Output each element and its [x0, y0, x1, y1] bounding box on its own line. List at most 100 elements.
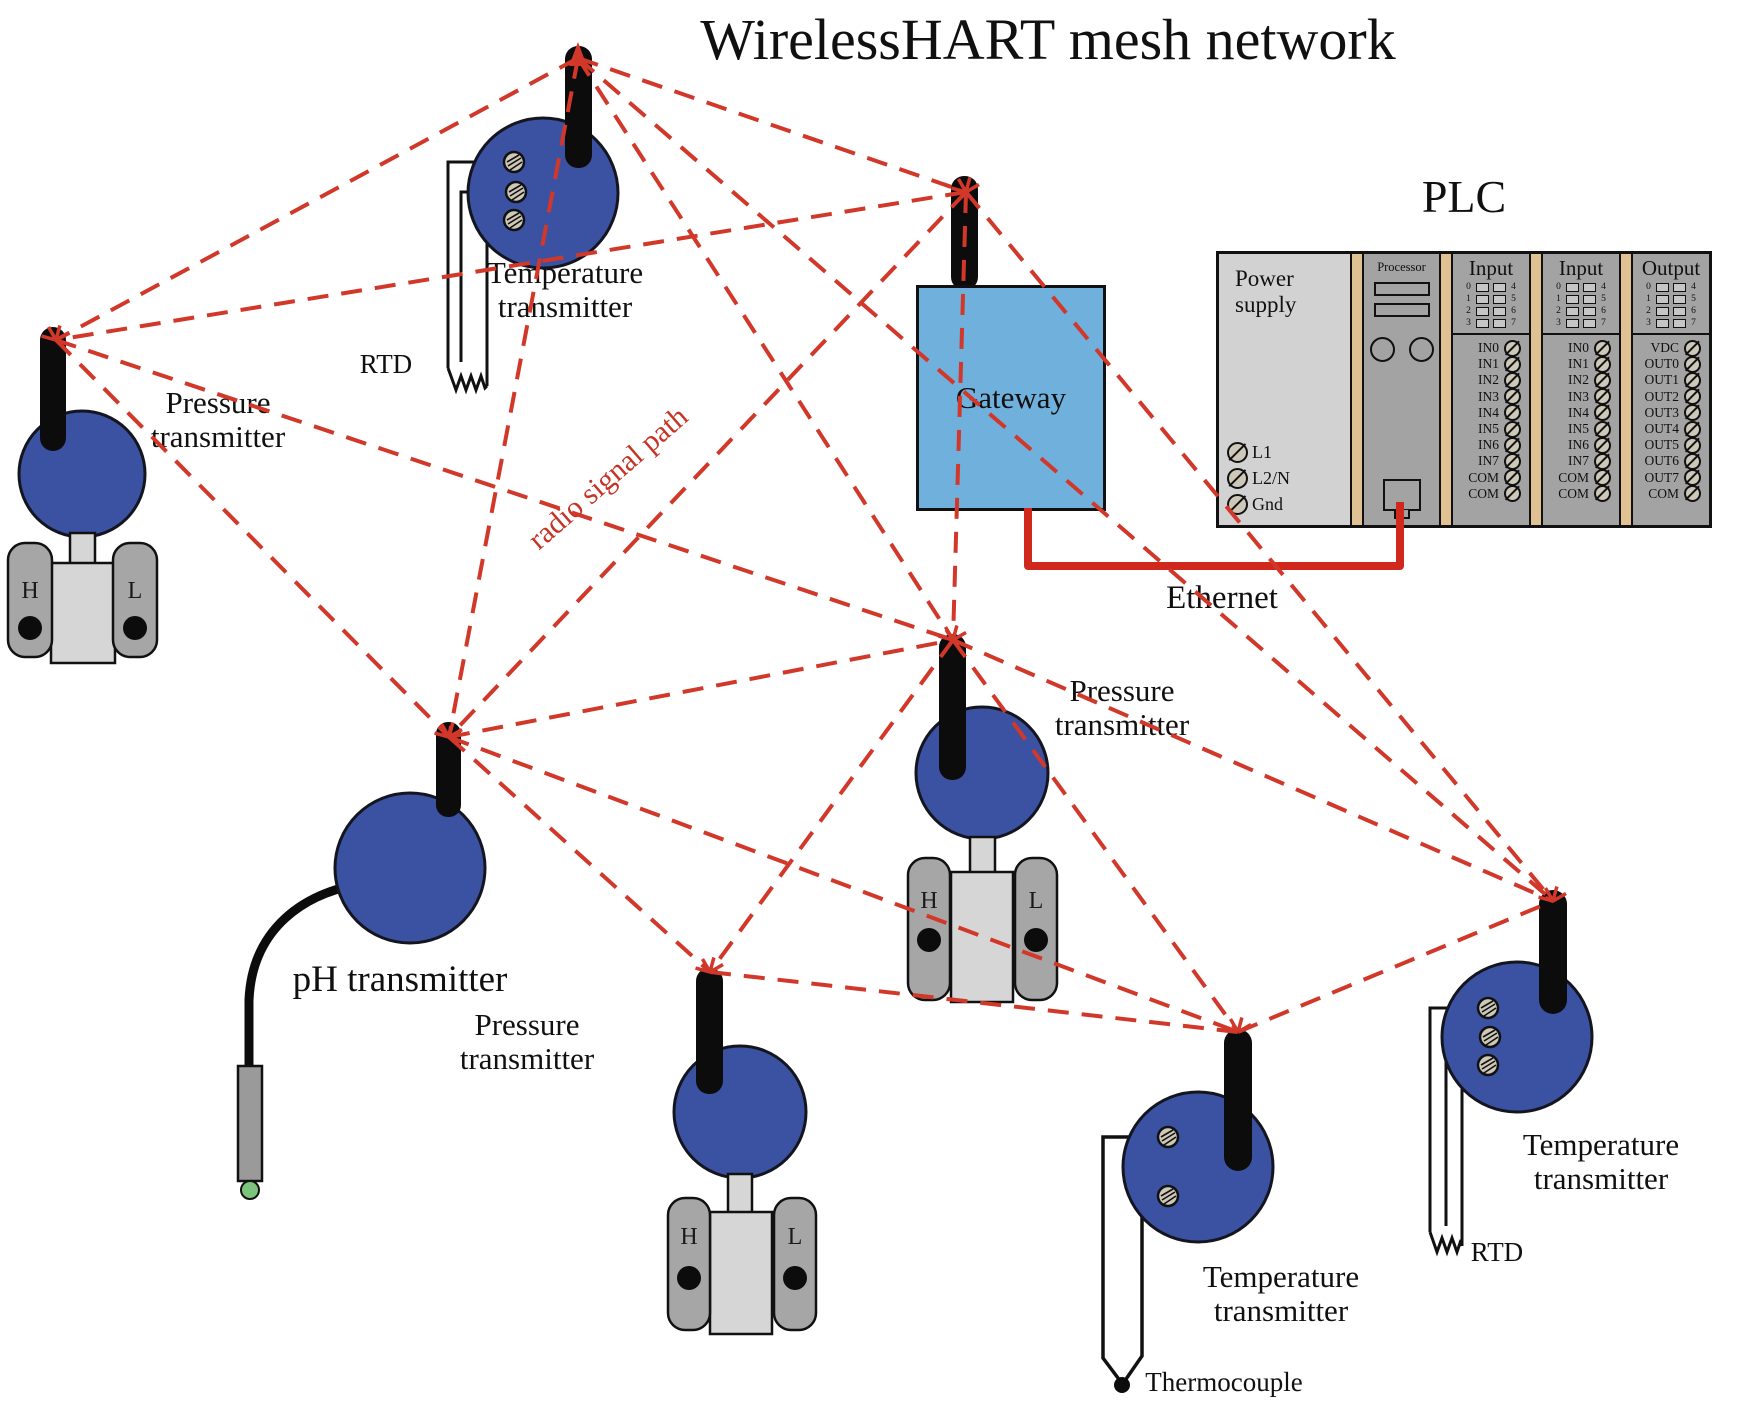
led-square — [1476, 294, 1489, 304]
io-terminal-label: IN4 — [1568, 404, 1589, 420]
gateway-label: Gateway — [955, 380, 1067, 415]
io-terminal-row: IN1 — [1453, 355, 1521, 373]
terminal-screw-icon — [1684, 420, 1701, 438]
led-square — [1673, 318, 1686, 328]
ph-transmitter-label: pH transmitter — [292, 959, 508, 1000]
terminal-screw-icon — [1594, 420, 1611, 438]
terminal-screw-icon — [1594, 404, 1611, 422]
terminal-screw-icon — [1594, 436, 1611, 454]
led-square — [1493, 306, 1506, 316]
led-square — [1493, 282, 1506, 292]
terminal-screw-icon — [1684, 388, 1701, 406]
terminal-screw-icon — [1594, 371, 1611, 389]
io-terminal-row: COM — [1543, 485, 1611, 503]
terminal-screw-icon — [1504, 404, 1521, 422]
terminal-screw-icon — [1504, 339, 1521, 357]
led-square — [1673, 306, 1686, 316]
io-terminal-row: COM — [1453, 469, 1521, 487]
power-supply-label: Power supply — [1235, 266, 1297, 318]
port-label-h: H — [680, 1224, 697, 1250]
io-terminal-row: IN1 — [1543, 355, 1611, 373]
io-terminal-row: IN5 — [1453, 420, 1521, 438]
terminal-screw-icon — [1684, 339, 1701, 357]
io-terminal-row: IN0 — [1453, 339, 1521, 357]
io-terminal-label: IN3 — [1568, 388, 1589, 404]
io-terminal-row: OUT3 — [1633, 404, 1701, 422]
processor-slot — [1373, 303, 1430, 317]
led-square — [1583, 294, 1596, 304]
io-terminal-label: IN1 — [1478, 356, 1499, 372]
io-terminal-label: OUT4 — [1644, 421, 1680, 437]
plc-separator — [1439, 254, 1453, 525]
diagram-title: WirelessHART mesh network — [700, 7, 1396, 72]
led-square — [1493, 294, 1506, 304]
processor-label: Processor — [1377, 260, 1426, 274]
io-terminal-label: VDC — [1650, 340, 1679, 356]
terminal-screw-icon — [1504, 469, 1521, 487]
rtd-probe-tip — [1428, 1231, 1464, 1257]
terminal-screw-icon — [1594, 452, 1611, 470]
terminal-screw-icon — [1594, 469, 1611, 487]
io-terminal-label: COM — [1468, 485, 1499, 501]
io-terminal-row: IN3 — [1543, 388, 1611, 406]
power-terminal-row: Gnd — [1227, 494, 1290, 515]
antenna — [1224, 1029, 1252, 1171]
io-terminal-label: IN6 — [1568, 437, 1589, 453]
io-terminal-label: IN3 — [1478, 388, 1499, 404]
io-terminal-row: OUT0 — [1633, 355, 1701, 373]
io-module-label: Output — [1641, 256, 1701, 280]
io-terminal-row: IN0 — [1543, 339, 1611, 357]
rtd-label-top: RTD — [359, 349, 413, 379]
io-terminal-label: OUT2 — [1644, 388, 1680, 404]
io-terminal-row: IN4 — [1543, 404, 1611, 422]
terminal-screw-icon — [1684, 355, 1701, 373]
io-terminal-label: IN2 — [1478, 372, 1499, 388]
io-terminal-row: OUT6 — [1633, 452, 1701, 470]
led-square — [1656, 318, 1669, 328]
terminal-screw-icon — [1227, 494, 1248, 515]
io-terminal-row: IN6 — [1453, 436, 1521, 454]
gateway-box: Gateway — [916, 285, 1106, 511]
io-terminal-row: COM — [1453, 485, 1521, 503]
terminal-screw-icon — [1594, 339, 1611, 357]
io-terminal-label: OUT5 — [1644, 437, 1680, 453]
io-terminal-row: COM — [1633, 485, 1701, 503]
terminal-screw-icon — [1504, 420, 1521, 438]
io-terminal-label: COM — [1648, 485, 1679, 501]
ethernet-jack — [1382, 479, 1421, 511]
power-terminal-row: L2/N — [1227, 468, 1290, 489]
led-square — [1476, 282, 1489, 292]
led-square — [1476, 306, 1489, 316]
io-terminal-label: IN2 — [1568, 372, 1589, 388]
led-square — [1493, 318, 1506, 328]
led-square — [1476, 318, 1489, 328]
io-terminal-label: IN0 — [1478, 340, 1499, 356]
power-terminal-label: Gnd — [1252, 494, 1283, 514]
terminal-screw-icon — [1504, 371, 1521, 389]
led-square — [1566, 282, 1579, 292]
io-terminal-label: IN6 — [1478, 437, 1499, 453]
io-terminal-row: OUT1 — [1633, 371, 1701, 389]
io-terminal-row: IN2 — [1543, 371, 1611, 389]
terminal-screw-icon — [1594, 388, 1611, 406]
io-terminal-label: OUT6 — [1644, 453, 1680, 469]
terminal-screw-icon — [1227, 468, 1248, 489]
io-terminal-label: IN5 — [1568, 421, 1589, 437]
port-label-l: L — [788, 1224, 803, 1250]
io-terminal-row: OUT4 — [1633, 420, 1701, 438]
plc-separator — [1529, 254, 1543, 525]
rtd-label-right: RTD — [1470, 1237, 1524, 1267]
io-terminal-label: IN1 — [1568, 356, 1589, 372]
terminal-screw-icon — [1684, 452, 1701, 470]
terminal-screw-icon — [1684, 469, 1701, 487]
led-square — [1673, 294, 1686, 304]
